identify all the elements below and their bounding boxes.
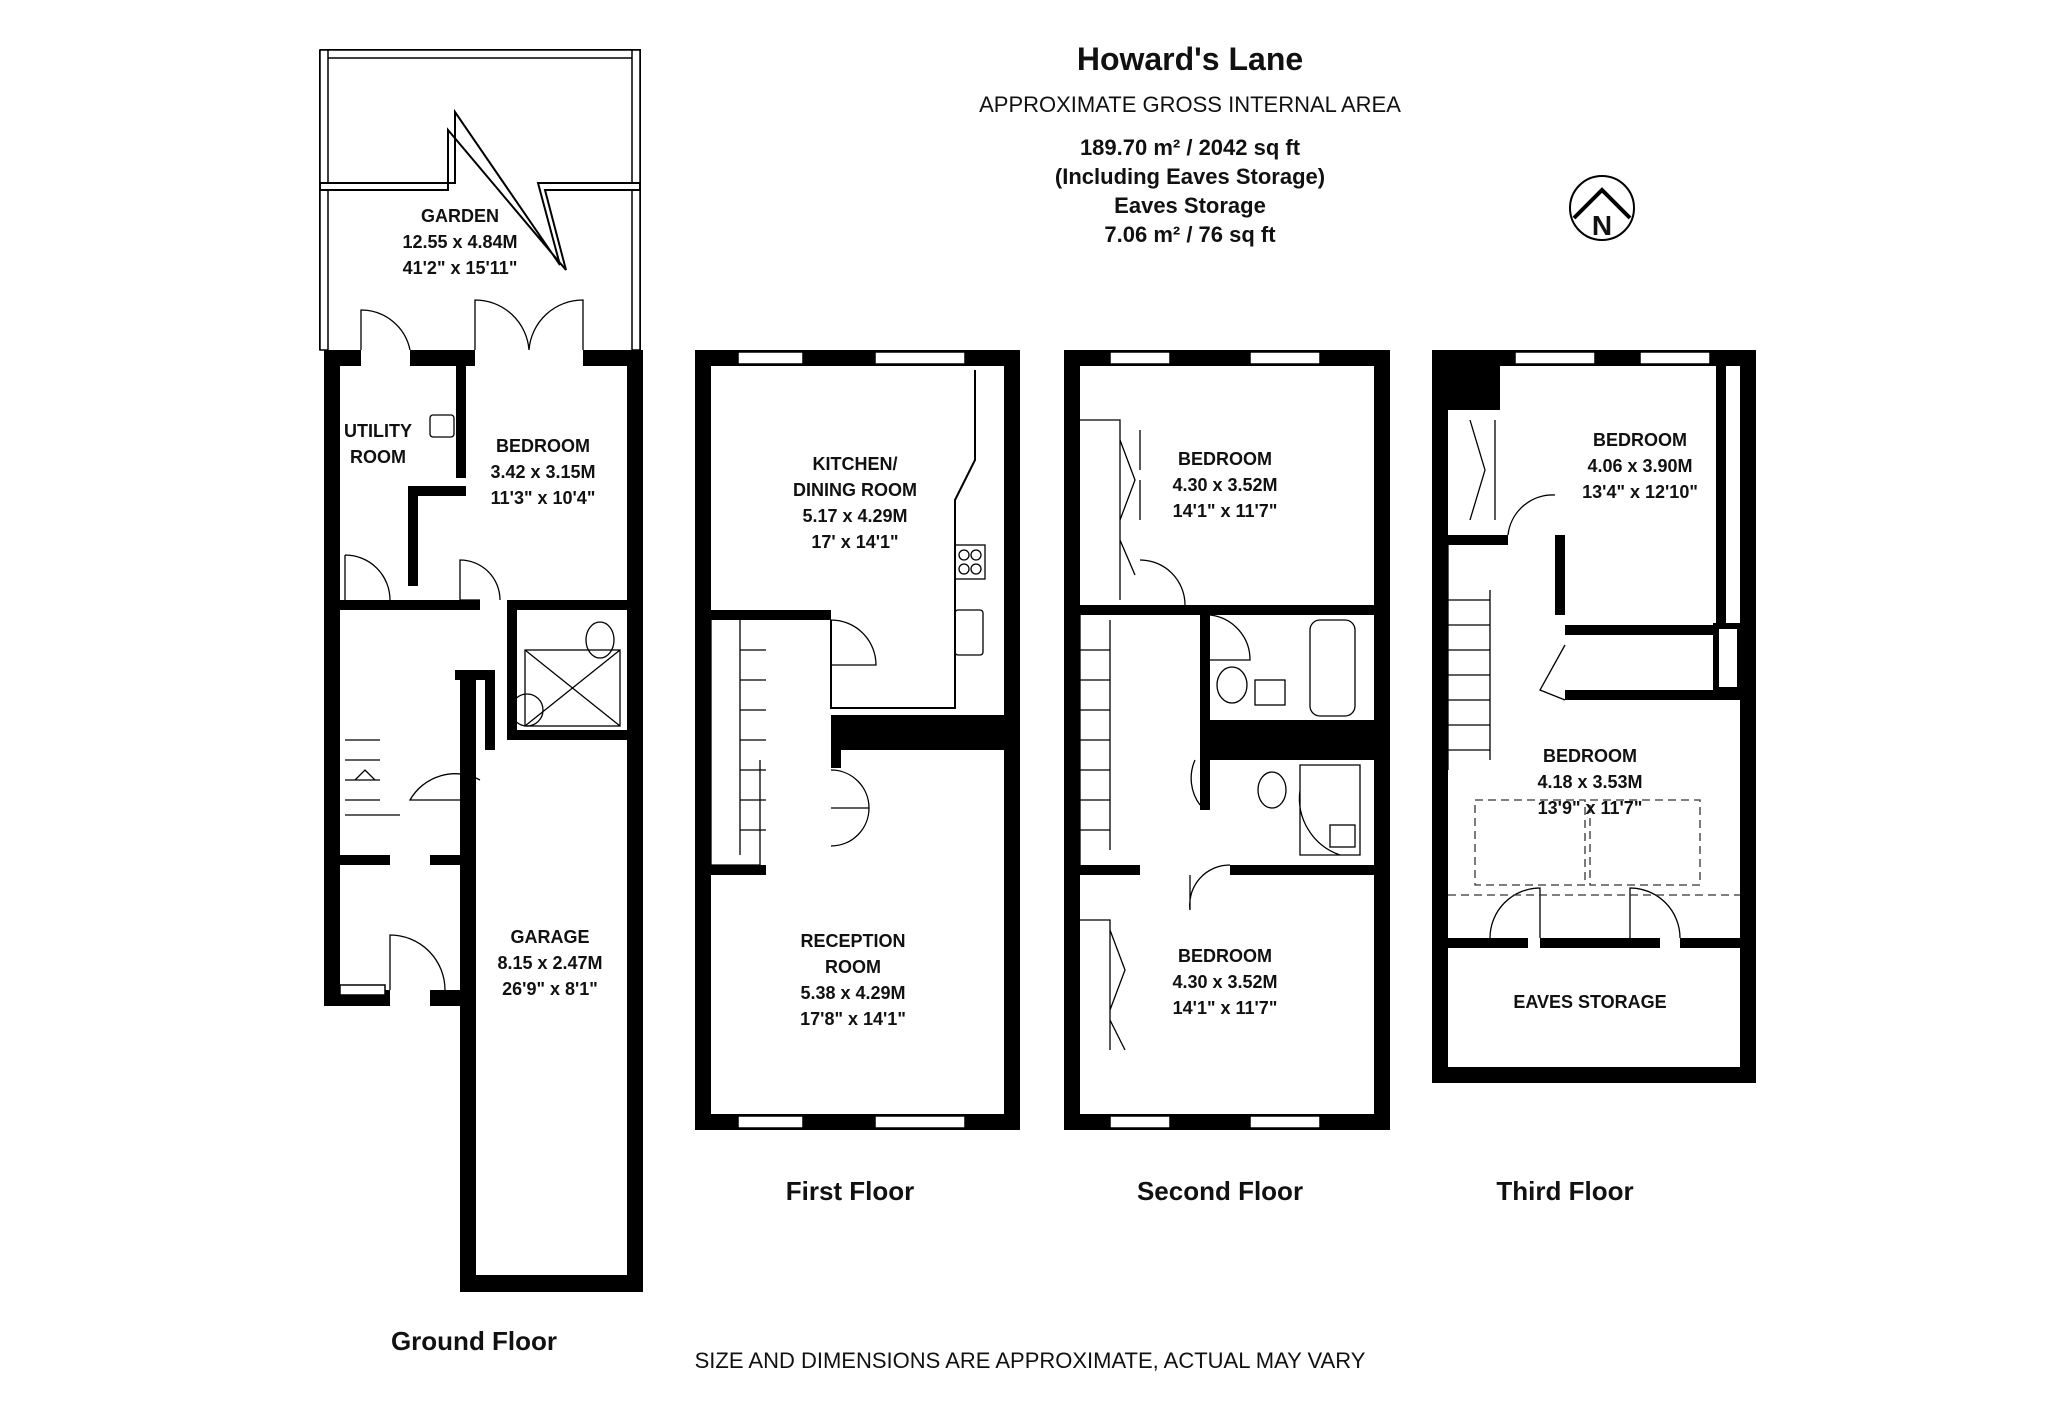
north-arrow-icon: N — [1569, 175, 1635, 241]
eaves-heading: Eaves Storage — [1114, 193, 1266, 218]
kitchen-imperial: 17' x 14'1" — [811, 532, 898, 552]
first-floor-label: First Floor — [786, 1176, 915, 1206]
garage-metric: 8.15 x 2.47M — [497, 953, 602, 973]
kitchen-metric: 5.17 x 4.29M — [802, 506, 907, 526]
including-note: (Including Eaves Storage) — [1055, 164, 1325, 189]
disclaimer: SIZE AND DIMENSIONS ARE APPROXIMATE, ACT… — [695, 1348, 1366, 1373]
ground-floor: GARDEN 12.55 x 4.84M 41'2" x 15'11" — [319, 49, 643, 1292]
second-front-bedroom-metric: 4.30 x 3.52M — [1172, 972, 1277, 992]
reception-imperial: 17'8" x 14'1" — [800, 1009, 906, 1029]
reception-name-2: ROOM — [825, 957, 881, 977]
second-floor — [1064, 350, 1390, 1130]
utility-name-1: UTILITY — [344, 421, 412, 441]
second-rear-bedroom-metric: 4.30 x 3.52M — [1172, 475, 1277, 495]
second-front-bedroom-imperial: 14'1" x 11'7" — [1173, 998, 1278, 1018]
total-area: 189.70 m² / 2042 sq ft — [1080, 135, 1301, 160]
reception-name-1: RECEPTION — [800, 931, 905, 951]
garage-name: GARAGE — [510, 927, 589, 947]
second-rear-bedroom-imperial: 14'1" x 11'7" — [1173, 501, 1278, 521]
third-rear-bedroom-imperial: 13'4" x 12'10" — [1582, 482, 1698, 502]
eaves-storage-name: EAVES STORAGE — [1513, 992, 1666, 1012]
garden-name: GARDEN — [421, 206, 499, 226]
plan-title: Howard's Lane — [1077, 41, 1303, 77]
compass-letter: N — [1592, 210, 1612, 241]
garden-outline — [319, 49, 641, 351]
third-front-bedroom-imperial: 13'9" x 11'7" — [1538, 798, 1643, 818]
second-front-bedroom-name: BEDROOM — [1178, 946, 1272, 966]
first-floor — [695, 350, 1020, 1130]
third-front-bedroom-metric: 4.18 x 3.53M — [1537, 772, 1642, 792]
kitchen-name-1: KITCHEN/ — [813, 454, 898, 474]
ground-floor-label: Ground Floor — [391, 1326, 557, 1356]
garage-imperial: 26'9" x 8'1" — [502, 979, 598, 999]
kitchen-name-2: DINING ROOM — [793, 480, 917, 500]
third-rear-bedroom-metric: 4.06 x 3.90M — [1587, 456, 1692, 476]
third-floor — [1432, 350, 1756, 1083]
second-floor-label: Second Floor — [1137, 1176, 1303, 1206]
utility-name-2: ROOM — [350, 447, 406, 467]
ground-bedroom-name: BEDROOM — [496, 436, 590, 456]
garden-imperial: 41'2" x 15'11" — [403, 258, 518, 278]
reception-metric: 5.38 x 4.29M — [800, 983, 905, 1003]
third-front-bedroom-name: BEDROOM — [1543, 746, 1637, 766]
ground-bedroom-imperial: 11'3" x 10'4" — [491, 488, 596, 508]
third-rear-bedroom-name: BEDROOM — [1593, 430, 1687, 450]
ground-bedroom-metric: 3.42 x 3.15M — [490, 462, 595, 482]
area-heading: APPROXIMATE GROSS INTERNAL AREA — [979, 92, 1401, 117]
second-rear-bedroom-name: BEDROOM — [1178, 449, 1272, 469]
third-floor-label: Third Floor — [1496, 1176, 1633, 1206]
garden-metric: 12.55 x 4.84M — [402, 232, 517, 252]
eaves-area: 7.06 m² / 76 sq ft — [1104, 222, 1276, 247]
